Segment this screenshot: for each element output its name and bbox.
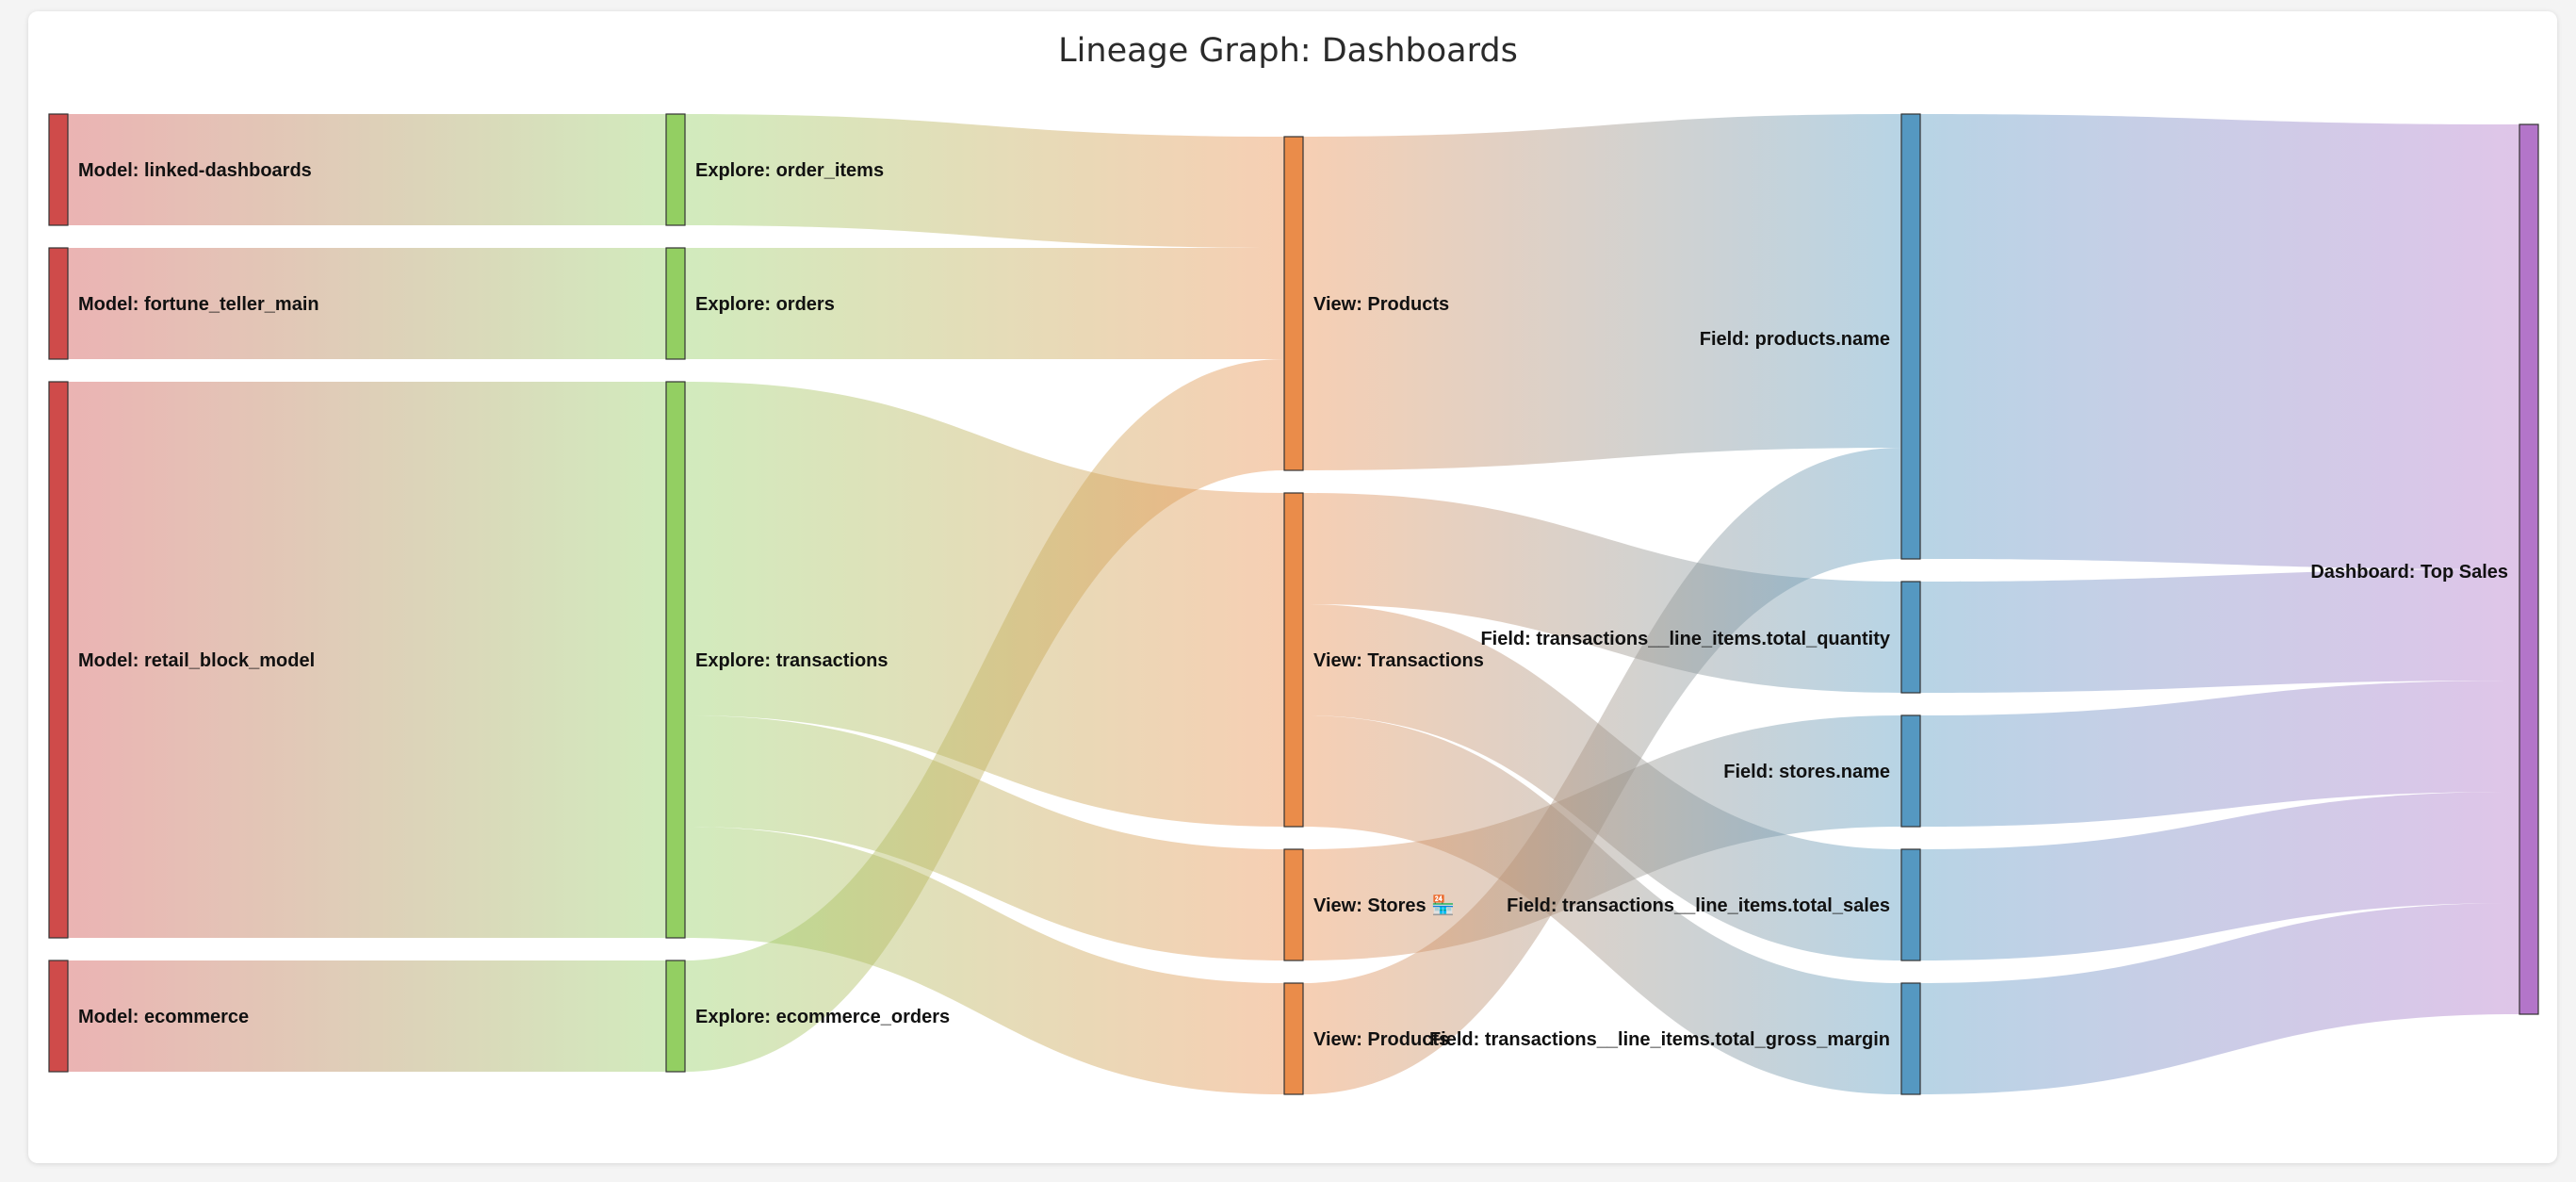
link-v_trans-to-f_qty [1303, 493, 1901, 693]
node-f_prod_name[interactable] [1900, 113, 1921, 560]
link-v_stores-to-f_stores_name [1303, 715, 1901, 960]
label-e_orders: Explore: orders [695, 294, 835, 315]
link-v_trans-to-f_margin [1303, 715, 1901, 1094]
label-f_margin: Field: transactions__line_items.total_gr… [1429, 1029, 1890, 1050]
link-f_prod_name-to-d_top [1920, 114, 2519, 569]
node-v_trans[interactable] [1283, 492, 1304, 828]
label-e_ecom_orders: Explore: ecommerce_orders [695, 1007, 950, 1027]
link-e_trans-to-v_stores [685, 715, 1284, 960]
link-e_trans-to-v_products2 [685, 827, 1284, 1094]
node-f_qty[interactable] [1900, 581, 1921, 694]
label-v_products: View: Products [1313, 294, 1449, 315]
link-m_fortune-to-e_orders [68, 248, 666, 359]
link-f_margin-to-d_top [1920, 903, 2519, 1094]
label-m_retail: Model: retail_block_model [78, 650, 315, 671]
links-layer [68, 114, 2519, 1094]
node-e_trans[interactable] [665, 381, 686, 939]
node-d_top[interactable] [2519, 123, 2539, 1015]
label-e_trans: Explore: transactions [695, 650, 889, 671]
label-m_fortune: Model: fortune_teller_main [78, 294, 319, 315]
link-e_ecom_orders-to-v_products [685, 359, 1284, 1072]
label-m_linked: Model: linked-dashboards [78, 160, 312, 181]
node-v_stores[interactable] [1283, 848, 1304, 961]
link-f_stores_name-to-d_top [1920, 681, 2519, 827]
label-e_order_items: Explore: order_items [695, 160, 884, 181]
label-d_top: Dashboard: Top Sales [2310, 562, 2508, 583]
link-m_ecom-to-e_ecom_orders [68, 960, 666, 1072]
label-f_qty: Field: transactions__line_items.total_qu… [1480, 629, 1890, 649]
node-m_retail[interactable] [48, 381, 69, 939]
link-e_orders-to-v_products [685, 248, 1284, 359]
node-m_fortune[interactable] [48, 247, 69, 360]
node-e_ecom_orders[interactable] [665, 960, 686, 1073]
link-e_order_items-to-v_products [685, 114, 1284, 248]
node-m_ecom[interactable] [48, 960, 69, 1073]
label-v_products2: View: Products [1313, 1029, 1449, 1050]
label-v_trans: View: Transactions [1313, 650, 1484, 671]
link-m_linked-to-e_order_items [68, 114, 666, 225]
node-v_products2[interactable] [1283, 982, 1304, 1095]
node-f_sales[interactable] [1900, 848, 1921, 961]
label-f_prod_name: Field: products.name [1700, 329, 1890, 350]
node-v_products[interactable] [1283, 136, 1304, 471]
label-m_ecom: Model: ecommerce [78, 1007, 249, 1027]
link-v_products-to-f_prod_name [1303, 114, 1901, 470]
label-f_sales: Field: transactions__line_items.total_sa… [1507, 895, 1890, 916]
chart-title: Lineage Graph: Dashboards [1058, 32, 1518, 70]
label-v_stores: View: Stores 🏪 [1313, 894, 1455, 916]
node-f_margin[interactable] [1900, 982, 1921, 1095]
node-e_orders[interactable] [665, 247, 686, 360]
nodes-layer [48, 113, 2539, 1095]
node-f_stores_name[interactable] [1900, 714, 1921, 828]
label-f_stores_name: Field: stores.name [1723, 762, 1890, 782]
link-m_retail-to-e_trans [68, 382, 666, 938]
link-f_sales-to-d_top [1920, 792, 2519, 960]
link-v_products2-to-f_prod_name [1303, 448, 1901, 1094]
node-m_linked[interactable] [48, 113, 69, 226]
node-e_order_items[interactable] [665, 113, 686, 226]
link-f_qty-to-d_top [1920, 569, 2519, 693]
